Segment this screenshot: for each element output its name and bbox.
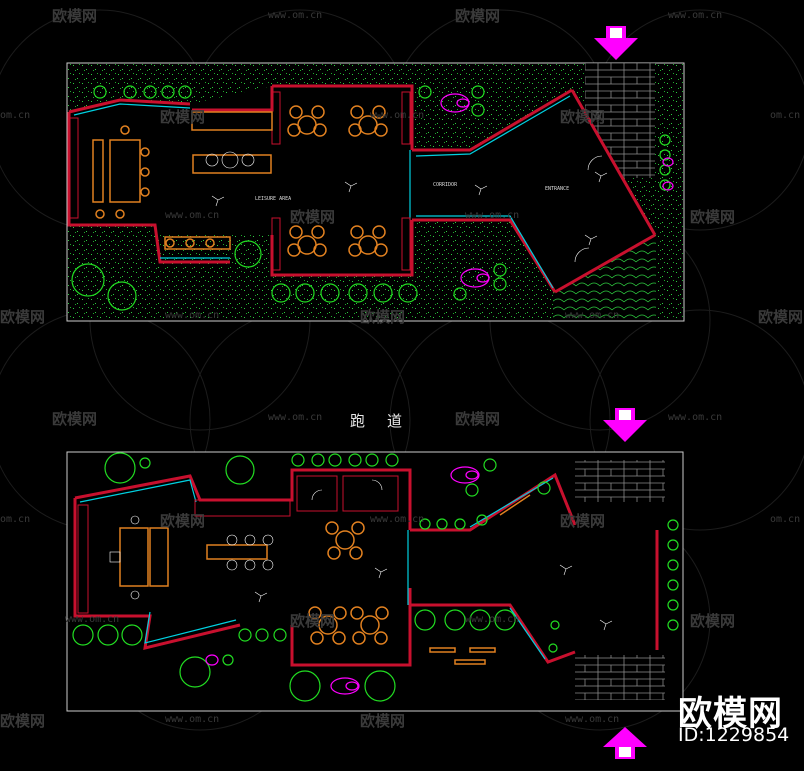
watermark-url: www.om.cn bbox=[268, 10, 323, 21]
watermark-url: www.om.cn bbox=[565, 310, 620, 321]
watermark-text: 欧模网 bbox=[758, 308, 804, 326]
watermark-url: www.om.cn bbox=[165, 310, 220, 321]
watermark-url: www.om.cn bbox=[165, 714, 220, 725]
watermark-text: 欧模网 bbox=[290, 612, 336, 630]
watermark-text: 欧模网 bbox=[160, 108, 206, 126]
watermark-text: 欧模网 bbox=[560, 108, 606, 126]
watermark-text: 欧模网 bbox=[160, 512, 206, 530]
corridor-label: CORRIDOR bbox=[433, 182, 458, 188]
watermark-text: 欧模网 bbox=[52, 7, 98, 25]
watermark-url: www.om.cn bbox=[565, 714, 620, 725]
watermark-url: www.om.cn bbox=[65, 614, 120, 625]
brand-id: ID:1229854 bbox=[678, 724, 790, 746]
north-arrow-bottom bbox=[603, 727, 647, 759]
watermark-text: 欧模网 bbox=[690, 612, 736, 630]
watermark-url: www.om.cn bbox=[370, 514, 425, 525]
watermark-text: 欧模网 bbox=[455, 410, 501, 428]
track-label: 跑道 bbox=[350, 412, 425, 430]
watermark-url: www.om.cn bbox=[268, 412, 323, 423]
watermark-url: om.cn bbox=[0, 514, 31, 525]
watermark-url: om.cn bbox=[770, 514, 801, 525]
north-arrow-top bbox=[594, 26, 638, 60]
watermark-url: www.om.cn bbox=[465, 210, 520, 221]
watermark-url: www.om.cn bbox=[668, 412, 723, 423]
entrance-label: ENTRANCE bbox=[545, 186, 570, 192]
watermark-text: 欧模网 bbox=[360, 712, 406, 730]
watermark-text: 欧模网 bbox=[290, 208, 336, 226]
watermark-text: 欧模网 bbox=[52, 410, 98, 428]
top-plan bbox=[66, 26, 685, 322]
watermark-text: 欧模网 bbox=[0, 308, 46, 326]
north-arrow-middle bbox=[603, 408, 647, 442]
bottom-plan bbox=[66, 408, 684, 759]
brand-name: 欧模网 bbox=[678, 694, 783, 734]
watermark-url: www.om.cn bbox=[465, 614, 520, 625]
watermark-text: 欧模网 bbox=[0, 712, 46, 730]
watermark-url: www.om.cn bbox=[165, 210, 220, 221]
watermark-url: om.cn bbox=[770, 110, 801, 121]
watermark-url: www.om.cn bbox=[668, 10, 723, 21]
watermark-url: www.om.cn bbox=[370, 110, 425, 121]
watermark-text: 欧模网 bbox=[455, 7, 501, 25]
watermark-text: 欧模网 bbox=[560, 512, 606, 530]
watermark-text: 欧模网 bbox=[690, 208, 736, 226]
watermark-url: om.cn bbox=[0, 110, 31, 121]
watermark-text: 欧模网 bbox=[360, 308, 406, 326]
leisure-area-label: LEISURE AREA bbox=[255, 196, 292, 202]
